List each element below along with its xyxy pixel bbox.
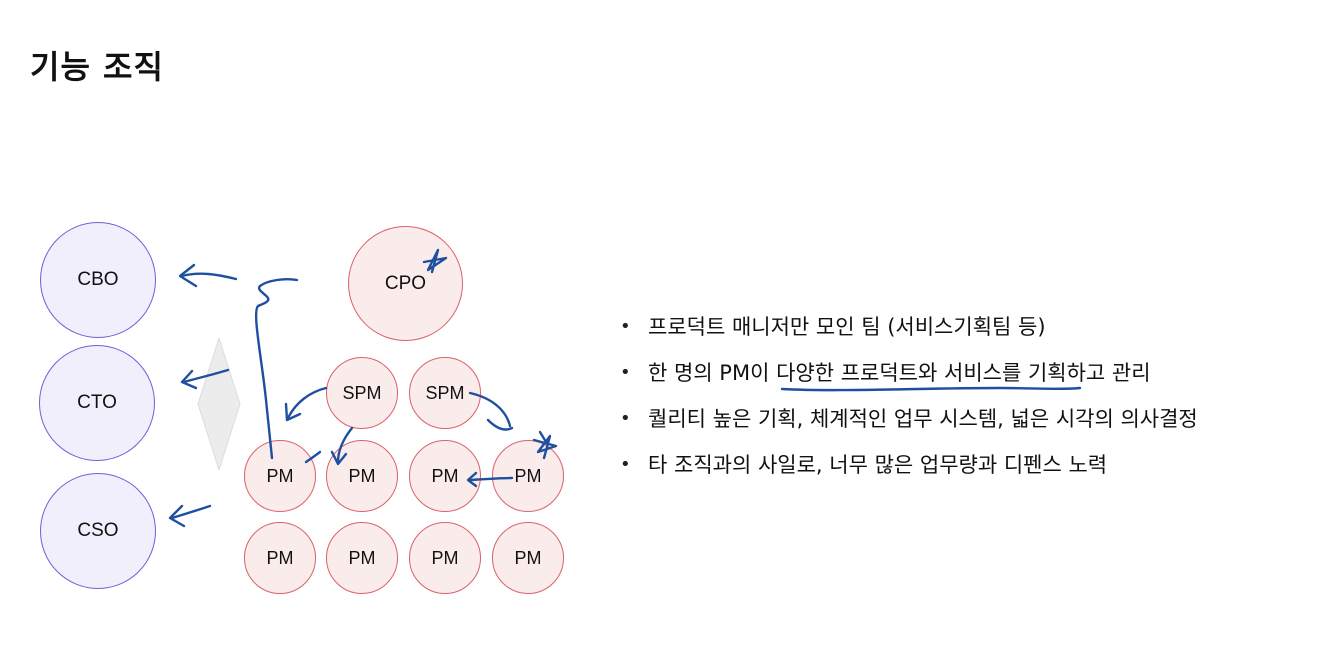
pm-node: PM (409, 440, 481, 512)
page-title: 기능 조직 (30, 48, 164, 86)
pm-node: PM (326, 440, 398, 512)
pm-label: PM (266, 547, 294, 568)
pm-label: PM (348, 547, 376, 568)
pm-node: PM (326, 522, 398, 594)
pm-node: PM (244, 440, 316, 512)
pm-label: PM (348, 465, 376, 486)
pm-label: PM (431, 547, 459, 568)
cto-label: CTO (77, 392, 117, 413)
pm-node: PM (492, 522, 564, 594)
wavy-connector (254, 278, 299, 460)
cbo-label: CBO (77, 269, 119, 290)
pm-node: PM (409, 522, 481, 594)
cto-node: CTO (39, 345, 155, 461)
pm-node: PM (244, 522, 316, 594)
pm-label: PM (266, 465, 294, 486)
bullet-item: 타 조직과의 사일로, 너무 많은 업무량과 디펜스 노력 (620, 450, 1198, 496)
cbo-node: CBO (40, 222, 156, 338)
pm-node: PM (492, 440, 564, 512)
arrow-to-cso (170, 504, 212, 520)
arrow-to-cbo (180, 272, 238, 281)
bullet-item: 한 명의 PM이 다양한 프로덕트와 서비스를 기획하고 관리 (620, 358, 1198, 404)
diamond-decoration (197, 338, 241, 470)
bullet-list: 프로덕트 매니저만 모인 팀 (서비스기획팀 등) 한 명의 PM이 다양한 프… (620, 312, 1198, 496)
cso-label: CSO (77, 520, 119, 541)
spm-label: SPM (425, 382, 465, 403)
pm-label: PM (514, 547, 542, 568)
cpo-node: CPO (348, 226, 463, 341)
cpo-label: CPO (384, 272, 427, 294)
pm-label: PM (431, 465, 459, 486)
arrow-spm-to-pm (286, 386, 328, 420)
bullet-item: 프로덕트 매니저만 모인 팀 (서비스기획팀 등) (620, 312, 1198, 358)
pm-label: PM (514, 465, 542, 486)
spm-node: SPM (326, 357, 398, 429)
spm-label: SPM (342, 382, 382, 403)
cso-node: CSO (40, 473, 156, 589)
bullet-item: 퀄리티 높은 기획, 체계적인 업무 시스템, 넓은 시각의 의사결정 (620, 404, 1198, 450)
spm-node: SPM (409, 357, 481, 429)
